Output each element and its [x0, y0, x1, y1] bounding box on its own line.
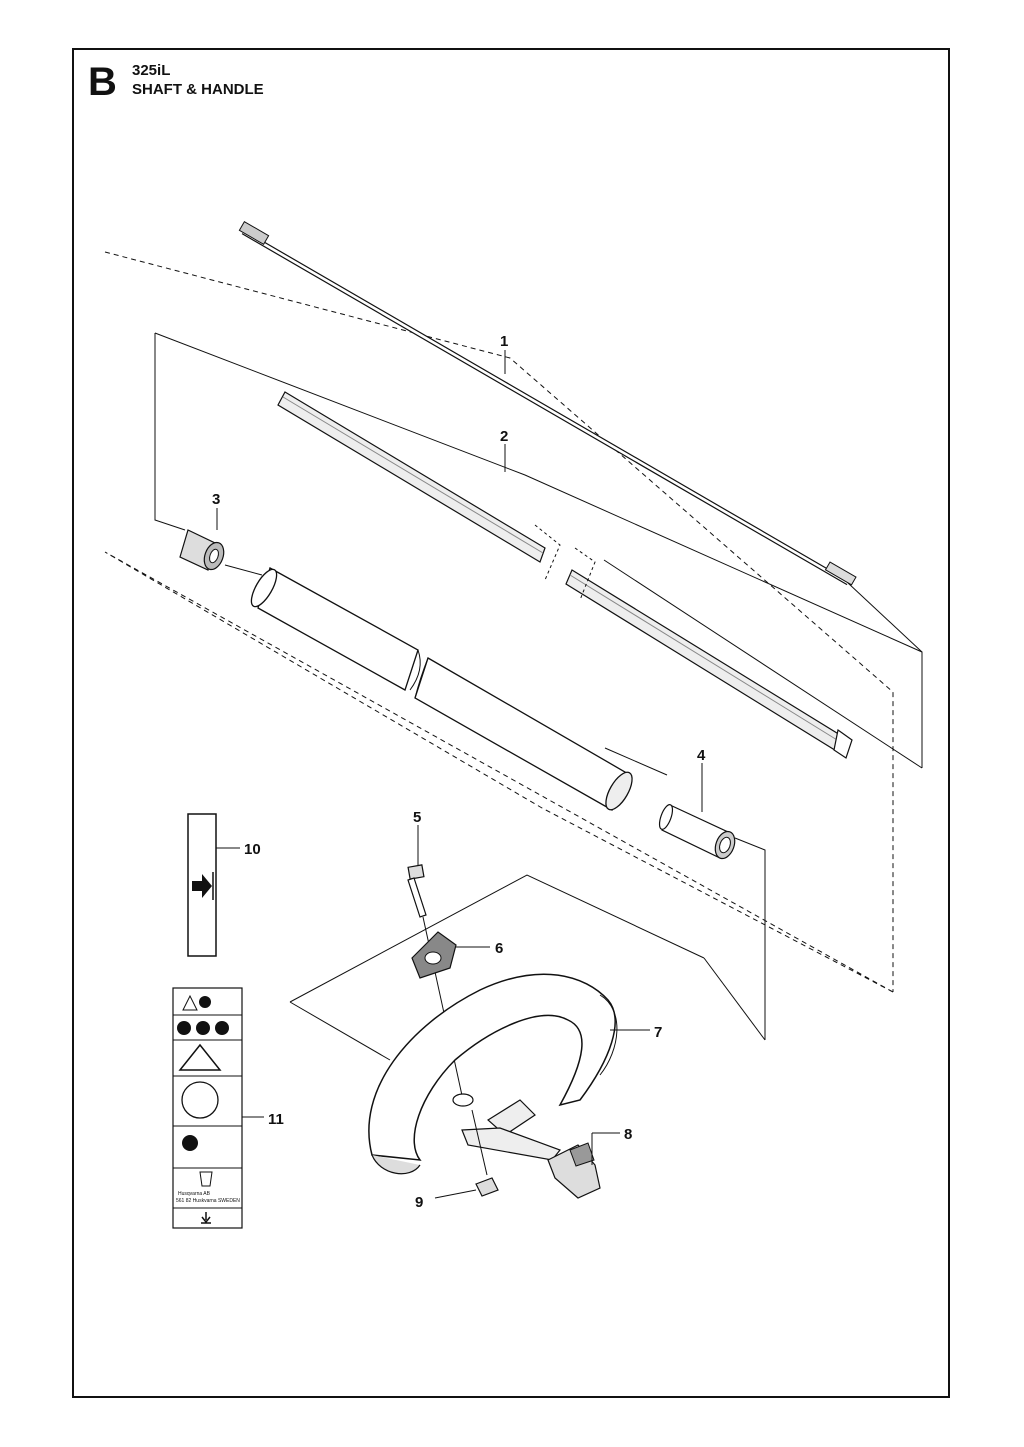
down-arrow-icon: [201, 1212, 211, 1224]
handle-outline-right: [703, 957, 766, 1041]
warning-decal: Husqvarna AB 561 82 Huskvarna SWEDEN: [172, 987, 243, 1229]
dashed-group-outline: [104, 251, 894, 993]
nut: [471, 1109, 499, 1197]
shaft-tube: [277, 391, 853, 759]
callout-10: 10: [244, 841, 261, 858]
callout-5: 5: [413, 809, 421, 826]
loop-handle: [368, 973, 618, 1175]
assembly-outline-left: [154, 333, 186, 531]
rotation-icon: [182, 1135, 198, 1151]
warning-triangle-icon: [182, 994, 198, 1011]
callout-3: 3: [212, 491, 220, 508]
model-name: 325iL: [132, 62, 171, 79]
gloves-icon: [215, 1021, 229, 1035]
sleeve-tube: [250, 567, 633, 811]
callout-9: 9: [415, 1194, 423, 1211]
drive-shaft: [238, 220, 923, 653]
section-letter: B: [88, 60, 117, 104]
assembly-outline-lower: [224, 564, 766, 1040]
end-sleeve-right: [658, 804, 736, 860]
callout-7: 7: [654, 1024, 662, 1041]
callout-2: 2: [500, 428, 508, 445]
disposal-icon: [199, 1171, 213, 1187]
callout-1: 1: [500, 333, 508, 350]
bracket: [461, 1127, 620, 1199]
assembly-outline-upper: [154, 332, 923, 769]
decal-company-line2: 561 82 Huskvarna SWEDEN: [176, 1198, 240, 1204]
helmet-icon: [177, 1021, 191, 1035]
hazard-triangle-icon: [178, 1043, 222, 1071]
distance-icon: [181, 1081, 219, 1119]
page-title: SHAFT & HANDLE: [132, 81, 264, 98]
callout-11: 11: [268, 1111, 284, 1128]
ear-protection-icon: [196, 1021, 210, 1035]
decal-company-line1: Husqvarna AB: [178, 1191, 211, 1197]
handle-outline: [289, 874, 705, 1061]
leader-lines: [216, 350, 703, 1199]
callout-4: 4: [697, 747, 706, 764]
callout-8: 8: [624, 1126, 632, 1143]
callout-6: 6: [495, 940, 503, 957]
screw: [407, 864, 464, 1101]
page-frame: [72, 48, 950, 1398]
arrow-icon: [192, 874, 212, 898]
manual-icon: [199, 996, 211, 1008]
arrow-decal: [187, 813, 217, 957]
wing-knob: [411, 931, 457, 979]
end-sleeve-left: [179, 529, 225, 571]
